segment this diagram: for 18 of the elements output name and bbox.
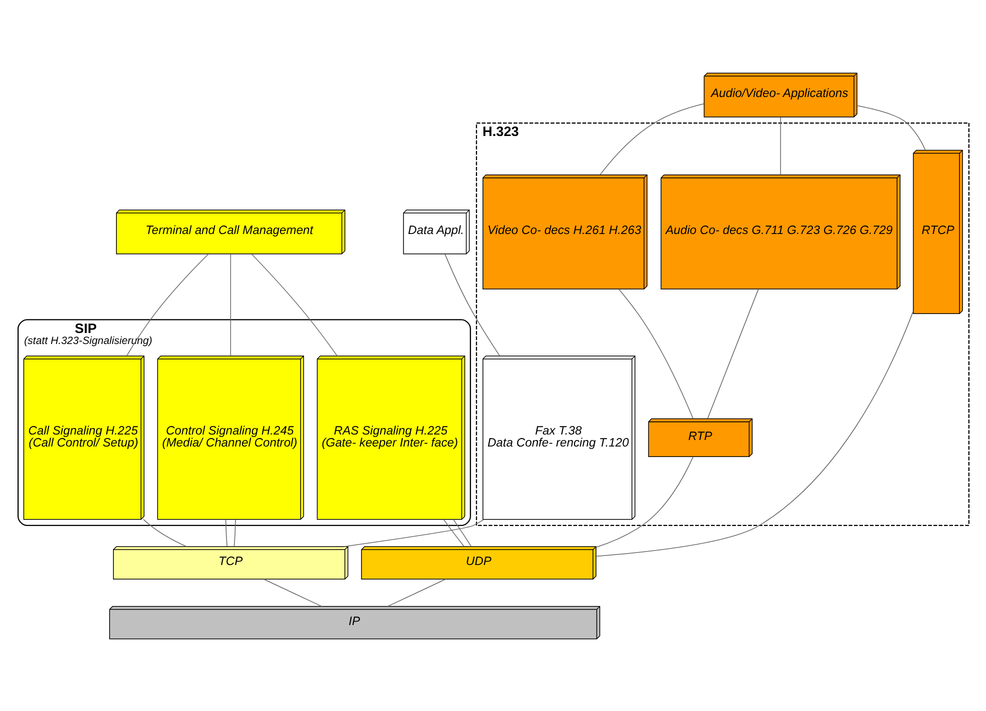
connector: [595, 456, 693, 548]
connector: [452, 518, 472, 546]
connector: [442, 518, 464, 546]
connector: [233, 518, 236, 546]
connector: [250, 253, 337, 356]
connector: [343, 518, 484, 546]
connector: [142, 518, 186, 546]
connector: [263, 578, 322, 606]
connector: [224, 518, 227, 546]
connector: [595, 310, 914, 556]
connector: [599, 102, 704, 174]
connector: [618, 288, 693, 419]
connector: [386, 578, 446, 606]
connector: [706, 288, 758, 418]
connector: [444, 253, 500, 356]
connector: [856, 104, 926, 150]
connector: [126, 253, 208, 356]
connector: [230, 253, 231, 356]
